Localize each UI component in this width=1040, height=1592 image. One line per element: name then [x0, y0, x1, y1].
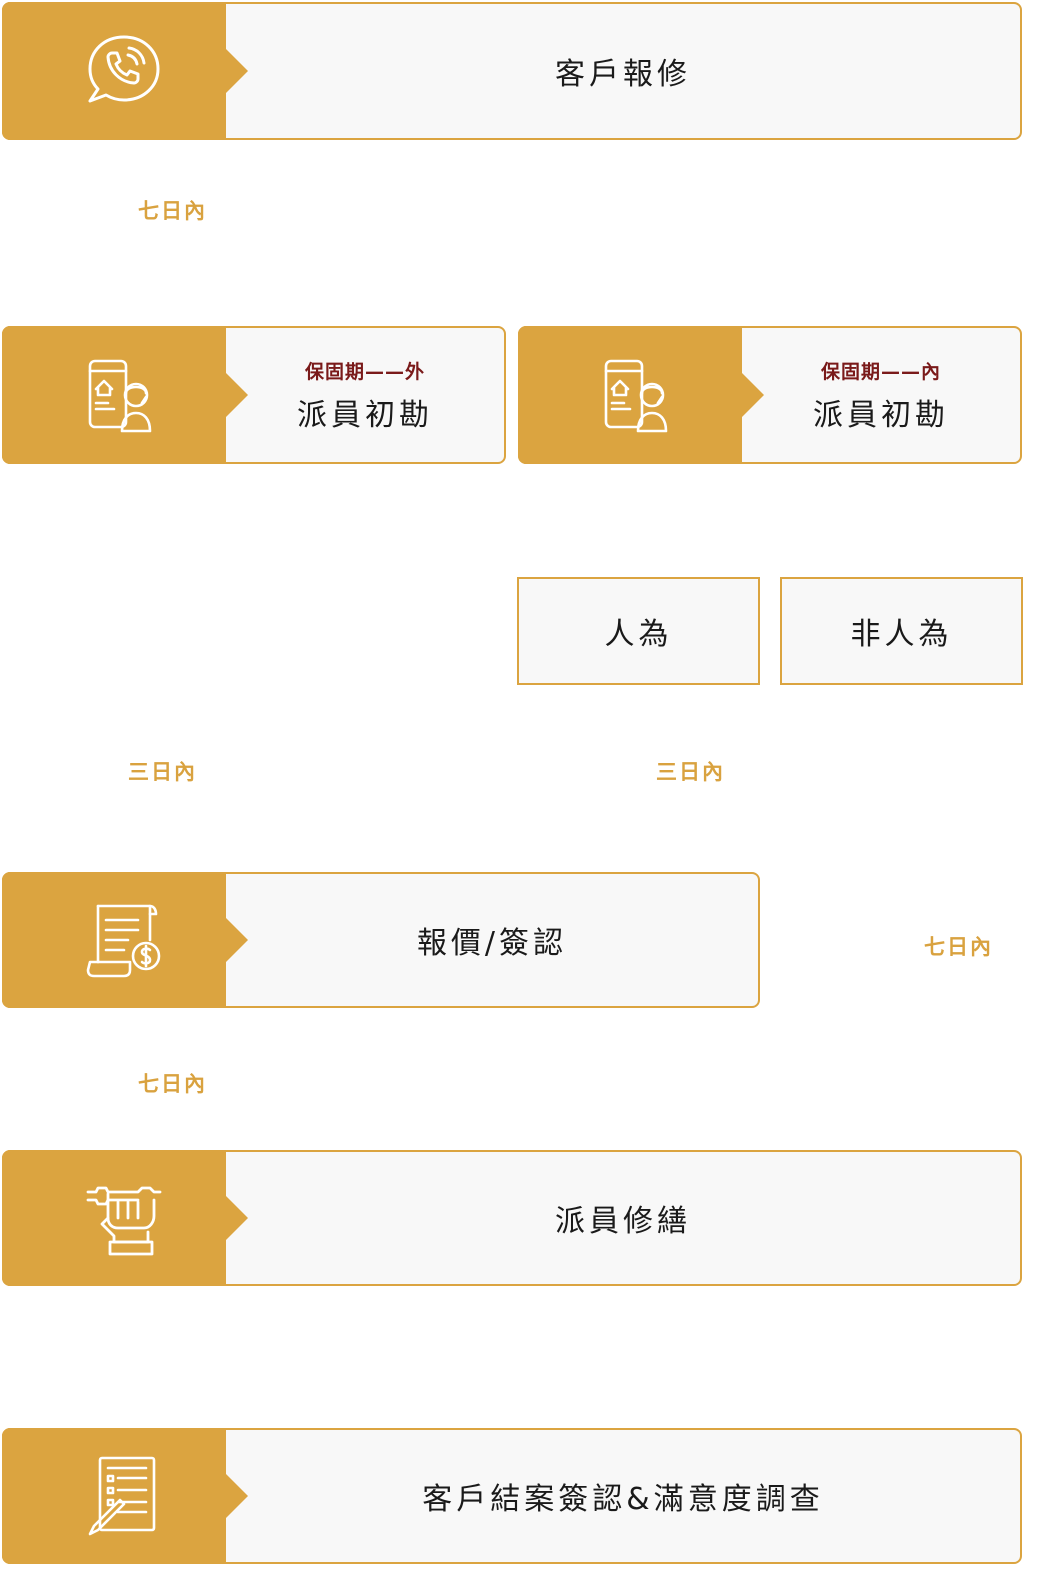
step-survey-out-warranty: 保固期——外 派員初勘 — [2, 326, 506, 464]
step-label: 保固期——內 派員初勘 — [742, 328, 1020, 462]
arrow-notch — [226, 1196, 248, 1240]
checklist-pen-icon — [88, 1456, 156, 1536]
warranty-subtitle: 保固期——外 — [304, 360, 425, 383]
step-label: 報價/簽認 — [416, 926, 568, 961]
step-title: 派員初勘 — [813, 397, 949, 433]
icon-panel — [2, 872, 248, 1008]
step-label: 客戶報修 — [555, 57, 691, 92]
step-label: 派員修繕 — [555, 1204, 691, 1239]
arrow-notch — [226, 49, 248, 93]
duration-label: 七日內 — [138, 1072, 207, 1096]
step-customer-report: 客戶報修 — [2, 2, 1022, 140]
icon-panel — [518, 326, 764, 464]
branch-human: 人為 — [517, 577, 760, 685]
duration-label: 三日內 — [128, 760, 197, 784]
hand-wrench-icon — [86, 1186, 162, 1256]
duration-label: 七日內 — [138, 199, 207, 223]
warranty-subtitle: 保固期——內 — [820, 360, 941, 383]
phone-technician-icon — [604, 359, 668, 433]
phone-technician-icon — [88, 359, 152, 433]
icon-panel — [2, 2, 248, 140]
duration-label: 三日內 — [656, 760, 725, 784]
icon-panel — [2, 1428, 248, 1564]
arrow-notch — [226, 373, 248, 417]
duration-label: 七日內 — [924, 935, 993, 959]
icon-panel — [2, 326, 248, 464]
step-label: 保固期——外 派員初勘 — [226, 328, 504, 462]
arrow-notch — [226, 918, 248, 962]
phone-chat-icon — [88, 35, 160, 103]
step-quote-sign: 報價/簽認 — [2, 872, 760, 1008]
step-title: 派員初勘 — [297, 397, 433, 433]
arrow-notch — [226, 1474, 248, 1518]
invoice-dollar-icon — [86, 904, 161, 978]
icon-panel — [2, 1150, 248, 1286]
step-repair: 派員修繕 — [2, 1150, 1022, 1286]
arrow-notch — [742, 373, 764, 417]
step-close-survey: 客戶結案簽認&滿意度調查 — [2, 1428, 1022, 1564]
branch-non-human: 非人為 — [780, 577, 1023, 685]
step-label: 客戶結案簽認&滿意度調查 — [422, 1482, 824, 1517]
step-survey-in-warranty: 保固期——內 派員初勘 — [518, 326, 1022, 464]
